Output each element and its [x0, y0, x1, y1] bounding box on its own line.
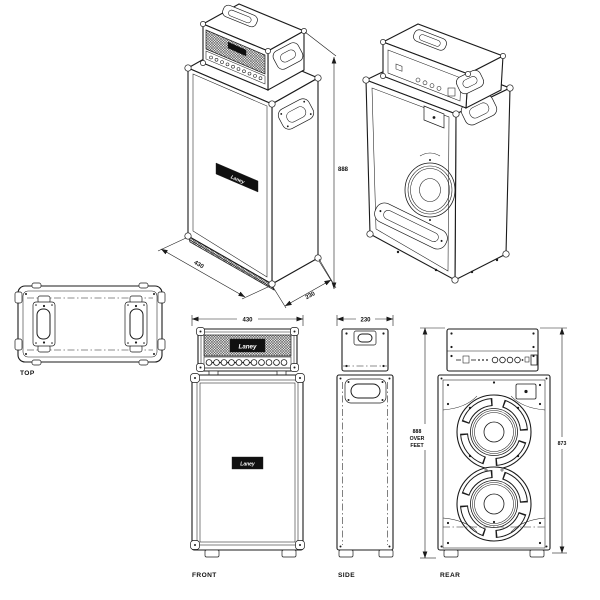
rhead-rear-face	[382, 41, 469, 109]
rhead-rear-jacks	[395, 63, 456, 97]
rcab-rear-inner	[371, 87, 450, 272]
front-head-knobs	[205, 359, 288, 366]
rcab-corner-caps	[362, 76, 514, 284]
rear-speaker-top	[456, 394, 532, 470]
rear-foot-left	[443, 549, 459, 558]
rcab-feet-marks	[396, 250, 499, 274]
view-label-top: TOP	[20, 370, 35, 377]
dim-888-over-feet-3: FEET	[410, 443, 424, 449]
front-head-corner-caps	[196, 327, 299, 372]
rear-cab-corner-caps	[440, 377, 548, 548]
top-inner	[22, 290, 158, 358]
iso-dim-height: 888	[304, 31, 349, 290]
head-control-strip	[205, 50, 266, 85]
rear-power-inlet	[530, 354, 538, 366]
cab-badge-text: Laney	[230, 174, 246, 185]
front-cab-corner-caps	[190, 373, 305, 550]
head-knobs-iso	[209, 55, 263, 80]
cab-side-handle	[277, 98, 315, 130]
side-amp-head	[341, 328, 389, 372]
dim-888-over-feet-2: OVER	[410, 436, 425, 442]
rhead-rear-panel	[387, 49, 462, 102]
rear-head-panel	[456, 354, 538, 366]
front-cabinet: Laney	[190, 373, 305, 558]
head-foot-right	[276, 370, 287, 376]
rear-jack-1	[491, 356, 499, 364]
iso-front-view: Laney	[157, 3, 349, 309]
rear-jack-3	[506, 356, 514, 364]
view-label-front: FRONT	[192, 572, 217, 579]
rcab-speaker	[404, 152, 456, 221]
side-head-handle	[353, 330, 377, 346]
rcab-rear-face	[365, 79, 457, 281]
dim-888-label: 888	[338, 167, 349, 173]
top-left-handle	[32, 295, 56, 353]
dim-430-front-label: 430	[242, 318, 253, 324]
iso-dim-depth: 230	[272, 260, 333, 309]
iso-amp-head	[200, 3, 307, 91]
rhead-top-handle	[413, 29, 447, 51]
iso-dim-width: 430	[157, 237, 271, 300]
alignment-marks	[484, 468, 504, 472]
rear-amp-head	[446, 328, 539, 372]
cab-badge	[215, 162, 259, 193]
rear-height-dim: 873	[540, 327, 567, 554]
front-head-badge	[229, 338, 266, 353]
side-foot-front	[338, 549, 354, 558]
rear-speaker-bottom	[456, 466, 532, 542]
head-top-handle	[222, 4, 258, 28]
front-dim-width: 430	[191, 315, 304, 326]
side-dim-depth: 230	[336, 315, 394, 326]
top-right-handle	[124, 295, 148, 353]
front-head-logo: Laney	[239, 344, 257, 351]
front-amp-head: Laney	[196, 327, 299, 376]
dim-230-iso-label: 230	[305, 291, 317, 301]
head-grille	[205, 29, 266, 75]
iso-cabinet: Laney	[184, 41, 322, 291]
side-view: 230 SIDE	[336, 315, 445, 579]
rear-jack-4	[514, 356, 521, 364]
iso-rear-view	[362, 23, 514, 284]
dim-873-label: 873	[558, 441, 567, 447]
iso-rear-head	[380, 23, 506, 109]
head-side-handle	[272, 42, 304, 70]
top-corner-caps	[14, 282, 166, 366]
cab-front-inner-border	[192, 73, 268, 278]
rear-bottom-panel	[442, 517, 546, 545]
front-cab-badge	[231, 456, 264, 470]
head-badge	[227, 41, 247, 57]
view-label-rear: REAR	[440, 572, 460, 579]
front-head-control-strip	[203, 356, 292, 369]
dim-430-iso-label: 430	[193, 260, 205, 271]
rcab-bottom-handle	[374, 202, 448, 250]
side-cabinet	[336, 374, 394, 558]
front-view: 430 Laney	[190, 315, 305, 579]
dim-888-over-feet-1: 888	[413, 429, 422, 435]
cab-foot-right	[281, 549, 297, 558]
dim-230-side-label: 230	[360, 318, 371, 324]
rear-view: REAR 873	[437, 327, 567, 579]
rear-foot-right	[529, 549, 545, 558]
view-label-side: SIDE	[338, 572, 355, 579]
top-view: TOP	[14, 282, 166, 377]
front-cab-logo: Laney	[240, 462, 255, 468]
head-foot-left	[208, 370, 219, 376]
cab-foot-left	[204, 549, 220, 558]
rear-top-panel	[442, 381, 546, 411]
side-foot-rear	[378, 549, 394, 558]
rear-jack-plate	[515, 383, 537, 400]
side-cab-handle	[344, 378, 387, 404]
rear-cabinet	[437, 374, 551, 558]
overall-height-dim: 888 OVER FEET	[410, 327, 445, 559]
rear-jack-2	[499, 356, 506, 364]
